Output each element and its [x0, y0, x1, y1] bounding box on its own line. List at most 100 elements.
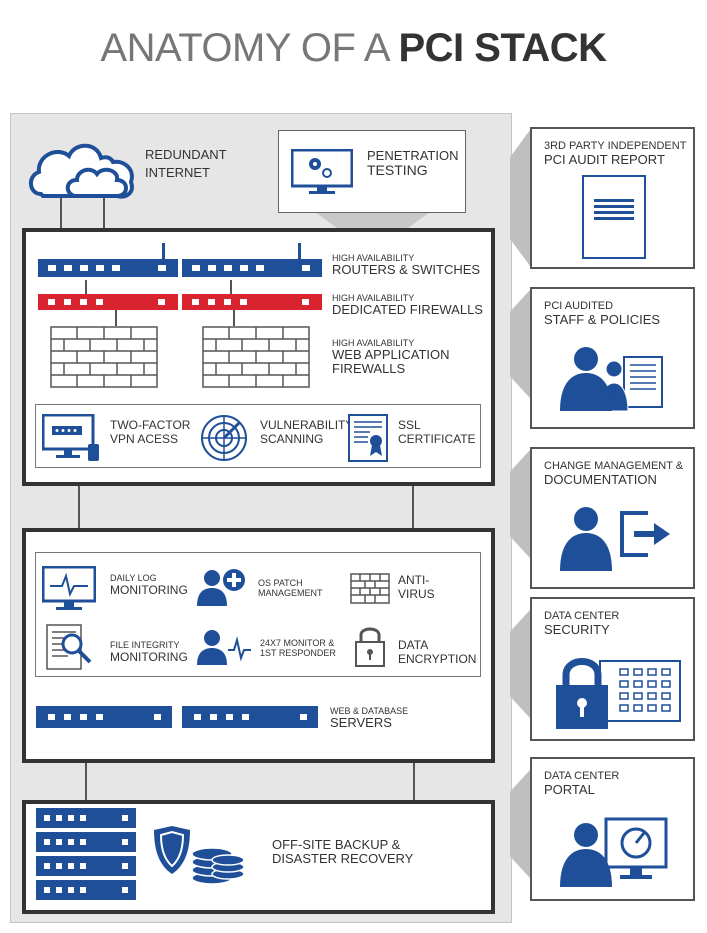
- pentest-box: PENETRATION TESTING: [278, 130, 466, 213]
- antivirus-wall-icon: [350, 573, 390, 604]
- vpn-monitor-icon: [42, 414, 99, 461]
- server-rack-icon: [182, 706, 318, 728]
- change-person-icon: [560, 507, 670, 571]
- log-monitor-icon: [42, 566, 96, 610]
- report-document-icon: [582, 175, 646, 259]
- encryption-label: DATA ENCRYPTION: [398, 638, 476, 666]
- ssl-label-line2: CERTIFICATE: [398, 432, 476, 446]
- server-stack-icon: [36, 808, 136, 900]
- audit-card-line2: PCI AUDIT REPORT: [544, 152, 665, 167]
- firewalls-label-line1: HIGH AVAILABILITY: [332, 293, 415, 303]
- file-search-icon: [46, 624, 92, 670]
- pentest-label: PENETRATION TESTING: [367, 148, 459, 178]
- internet-label: REDUNDANT INTERNET: [145, 146, 227, 182]
- security-card-line1: DATA CENTER: [544, 610, 620, 622]
- internet-label-line2: INTERNET: [145, 165, 210, 180]
- backup-label: OFF-SITE BACKUP & DISASTER RECOVERY: [272, 838, 413, 866]
- routers-label: HIGH AVAILABILITY ROUTERS & SWITCHES: [332, 253, 480, 277]
- pentest-label-line2: TESTING: [367, 162, 428, 178]
- encryption-label-line2: ENCRYPTION: [398, 652, 477, 666]
- waf-label-line1: HIGH AVAILABILITY: [332, 338, 415, 348]
- vuln-label: VULNERABILITY SCANNING: [260, 418, 353, 446]
- monitor-gears-icon: [291, 149, 353, 194]
- firewall-appliance-icon: [38, 294, 178, 310]
- change-card-line2: DOCUMENTATION: [544, 472, 657, 487]
- title-part1: ANATOMY OF A: [100, 26, 388, 70]
- server-rack-icon: [36, 706, 172, 728]
- patch-label-line1: OS PATCH: [258, 578, 303, 588]
- security-lock-icon: [556, 658, 681, 729]
- monitor-label-line2: 1st RESPONDER: [260, 648, 336, 658]
- brick-wall-icon: [50, 326, 158, 388]
- router-switch-icon: [182, 243, 322, 277]
- responder-person-icon: [197, 630, 251, 665]
- patch-person-icon: [197, 569, 245, 606]
- vuln-label-line2: SCANNING: [260, 432, 324, 446]
- vpn-label-line2: VPN ACESS: [110, 432, 179, 446]
- log-label-line1: DAILY LOG: [110, 573, 157, 583]
- vuln-label-line1: VULNERABILITY: [260, 418, 354, 432]
- antivirus-label-line2: VIRUS: [398, 587, 435, 601]
- ssl-label: SSL CERTIFICATE: [398, 418, 476, 446]
- connector-line: [60, 195, 62, 230]
- ssl-certificate-icon: [348, 414, 388, 462]
- card-shadow: [510, 450, 530, 558]
- antivirus-label-line1: ANTI-: [398, 573, 430, 587]
- server-services-box: [35, 552, 481, 677]
- waf-label: HIGH AVAILABILITY WEB APPLICATION FIREWA…: [332, 338, 450, 376]
- change-card-line1: CHANGE MANAGEMENT &: [544, 460, 684, 472]
- ssl-label-line1: SSL: [398, 418, 421, 432]
- card-shadow: [510, 770, 530, 878]
- vpn-label-line1: TWO-FACTOR: [110, 418, 191, 432]
- patch-label: OS PATCH MANAGEMENT: [258, 578, 323, 598]
- portal-card-line2: PORTAL: [544, 782, 595, 797]
- staff-card-line2: STAFF & POLICIES: [544, 312, 661, 327]
- connector-line: [413, 762, 415, 802]
- fim-label-line1: FILE INTEGRITY: [110, 640, 180, 650]
- webdb-label-line2: SERVERS: [330, 715, 392, 730]
- staff-card-line1: PCI AUDITED: [544, 300, 614, 312]
- security-services-box: [35, 404, 481, 468]
- encryption-label-line1: DATA: [398, 638, 429, 652]
- router-switch-icon: [38, 243, 178, 277]
- connector-line: [233, 310, 235, 326]
- antivirus-label: ANTI- VIRUS: [398, 573, 435, 601]
- webdb-label: WEB & DATABASE SERVERS: [330, 706, 408, 730]
- connector-line: [78, 484, 80, 528]
- waf-label-line3: FIREWALLS: [332, 361, 406, 376]
- pentest-connector: [315, 212, 430, 230]
- internet-label-line1: REDUNDANT: [145, 147, 227, 162]
- card-shadow: [510, 130, 530, 266]
- title-part2: PCI STACK: [398, 26, 607, 70]
- firewalls-label: HIGH AVAILABILITY DEDICATED FIREWALLS: [332, 293, 483, 317]
- connector-line: [85, 280, 87, 294]
- routers-label-line2: ROUTERS & SWITCHES: [332, 262, 481, 277]
- audit-card-line1: 3RD PARTY INDEPENDENT: [544, 140, 687, 152]
- brick-wall-icon: [202, 326, 310, 388]
- card-shadow: [510, 290, 530, 398]
- cloud-icon: [29, 143, 134, 199]
- backup-label-line1: OFF-SITE BACKUP &: [272, 837, 401, 852]
- connector-line: [230, 280, 232, 294]
- pentest-label-line1: PENETRATION: [367, 148, 459, 163]
- vpn-label: TWO-FACTOR VPN ACESS: [110, 418, 190, 446]
- waf-label-line2: WEB APPLICATION: [332, 347, 450, 362]
- page-title: ANATOMY OF A PCI STACK: [0, 26, 707, 71]
- monitor-label-line1: 24x7 MONITOR &: [260, 638, 335, 648]
- portal-person-icon: [560, 817, 668, 887]
- log-label-line2: MONITORING: [110, 583, 188, 597]
- firewall-appliance-icon: [182, 294, 322, 310]
- shield-database-icon: [154, 826, 245, 885]
- backup-label-line2: DISASTER RECOVERY: [272, 851, 414, 866]
- firewalls-label-line2: DEDICATED FIREWALLS: [332, 302, 483, 317]
- radar-icon: [201, 415, 247, 461]
- portal-card-line1: DATA CENTER: [544, 770, 620, 782]
- connector-line: [412, 484, 414, 528]
- fim-label-line2: MONITORING: [110, 650, 188, 664]
- card-shadow: [510, 610, 530, 718]
- fim-label: FILE INTEGRITY MONITORING: [110, 640, 188, 664]
